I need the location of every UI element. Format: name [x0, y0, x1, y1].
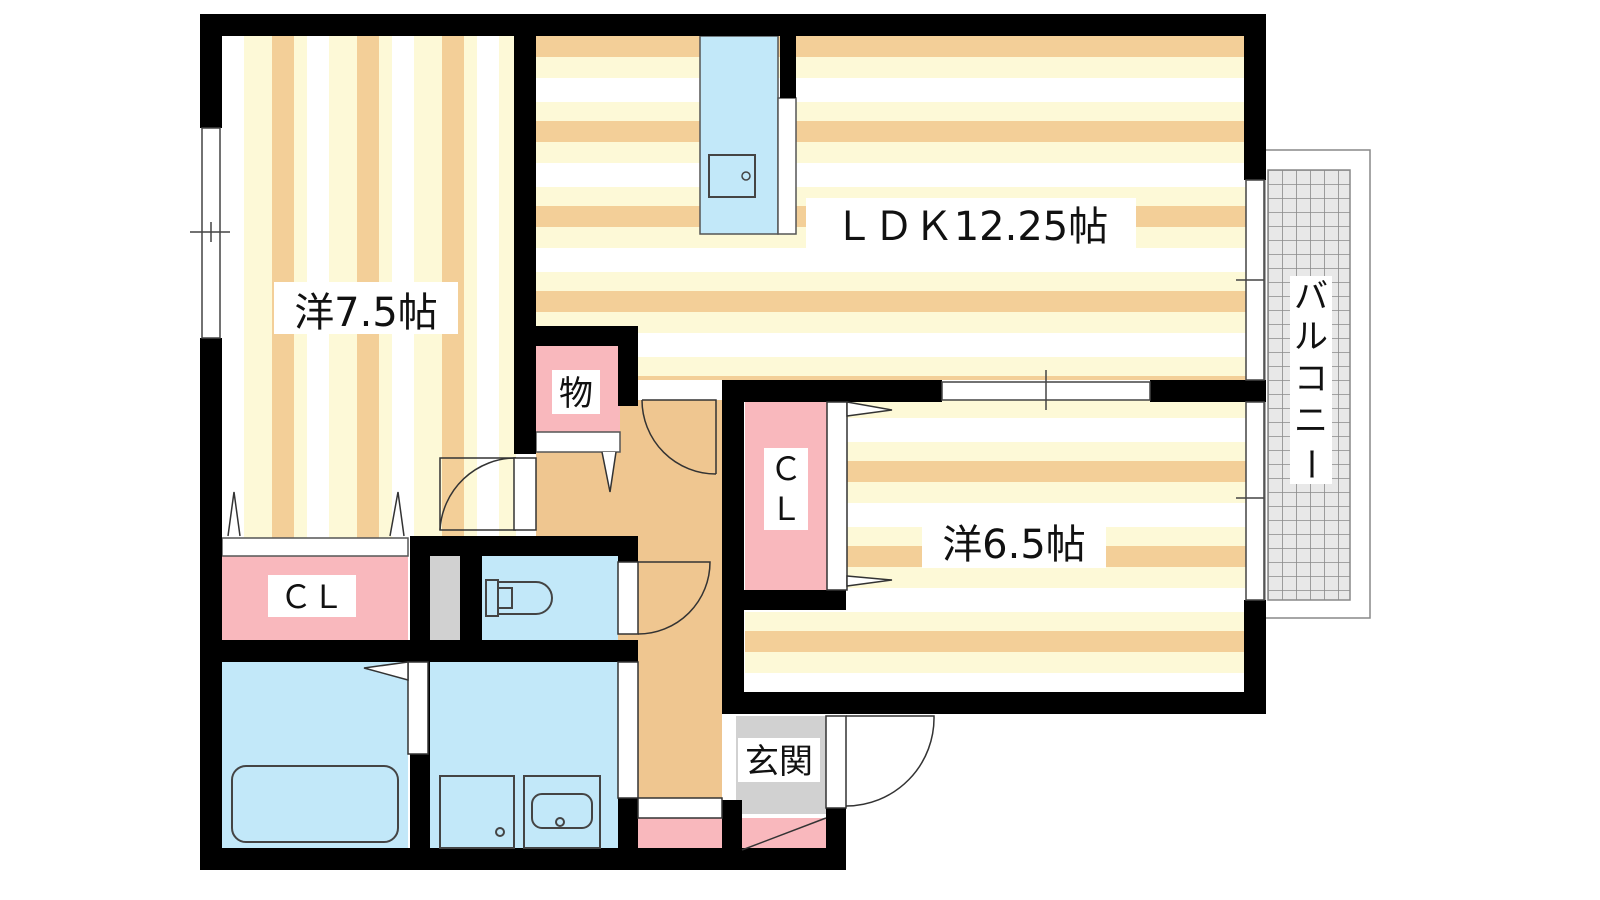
label-balcony-2: ル: [1294, 317, 1328, 357]
fixtures: [231, 579, 601, 849]
label-ldk: ＬＤＫ12.25帖: [834, 204, 1109, 250]
windows: [190, 127, 1265, 601]
label-closet-2-l: Ｌ: [770, 490, 802, 528]
label-balcony-4: ニ: [1294, 401, 1328, 441]
label-western-room-1: 洋7.5帖: [294, 290, 438, 336]
doors: [227, 399, 935, 851]
sink-drain: [741, 171, 751, 181]
label-balcony-1: バ: [1294, 277, 1328, 317]
basin-drain: [555, 817, 565, 827]
washing-machine: [439, 775, 515, 849]
toilet-seat-part: [497, 587, 513, 609]
closet-1-door-strip: [221, 537, 409, 557]
sink: [708, 154, 756, 198]
washer-dot: [495, 827, 505, 837]
bathtub: [231, 765, 399, 843]
basin-bowl: [531, 793, 593, 829]
label-balcony-3: コ: [1294, 359, 1328, 399]
room-labels: 洋7.5帖 ＬＤＫ12.25帖 洋6.5帖 物 ＣＬ Ｃ Ｌ 玄関 バ ル コ …: [268, 198, 1332, 782]
label-entrance: 玄関: [745, 742, 813, 782]
shoe-box-floor: [638, 818, 722, 850]
kitchen-wall-panel: [777, 97, 797, 235]
label-balcony-5: ー: [1290, 447, 1330, 481]
label-western-room-2: 洋6.5帖: [942, 522, 1086, 568]
label-storage: 物: [559, 374, 593, 414]
label-closet-2-c: Ｃ: [770, 450, 802, 488]
label-closet-1: ＣＬ: [280, 578, 344, 616]
kitchen-counter: [699, 35, 779, 235]
storage-door-strip: [535, 431, 621, 453]
shelf-gray: [430, 556, 460, 640]
toilet-tank: [485, 579, 499, 617]
